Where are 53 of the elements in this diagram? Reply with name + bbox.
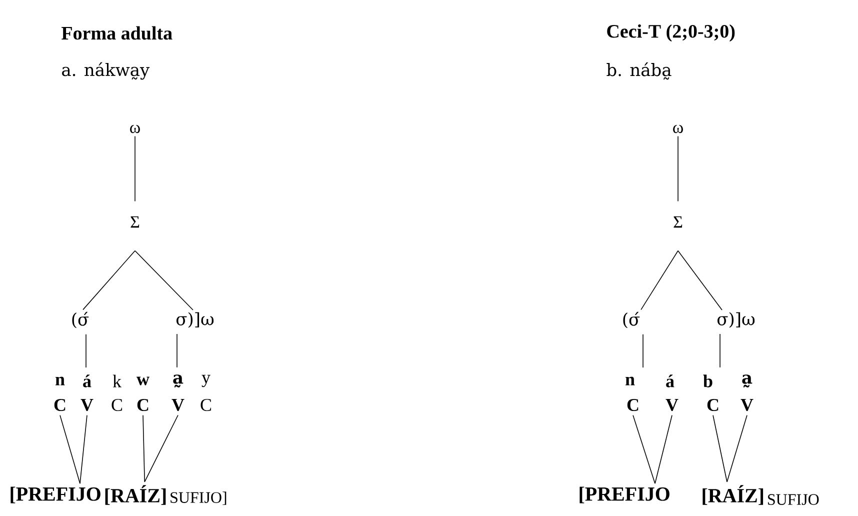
example-form: a. nákwa̰y <box>62 62 150 80</box>
segment-letter: n <box>55 376 65 386</box>
segment-letter: y <box>202 374 210 388</box>
syllable-symbol: (σ́ <box>623 312 640 328</box>
segment-letter: á <box>666 374 674 388</box>
tree-line <box>678 250 722 310</box>
tree-line <box>654 414 672 484</box>
tree-line <box>712 414 728 482</box>
morpheme-label: [RAÍZ] <box>105 485 166 505</box>
tree-line <box>134 250 194 310</box>
syllable-symbol: σ)]ω <box>718 312 755 328</box>
cv-letter: C <box>54 398 66 412</box>
cv-letter: V <box>80 398 94 412</box>
morpheme-label: SUFIJO <box>768 494 819 505</box>
segment-letter: a̰ <box>173 374 184 388</box>
segment-letter: w <box>136 376 150 386</box>
cv-letter: C <box>200 398 211 412</box>
tree-line <box>640 250 678 310</box>
syllable-symbol: σ)]ω <box>176 312 214 328</box>
tree-line <box>632 414 656 484</box>
tree-line <box>60 414 80 484</box>
morpheme-label: SUFIJO] <box>170 492 226 505</box>
segment-letter: b <box>703 374 712 388</box>
segment-letter: k <box>112 374 122 388</box>
cv-letter: V <box>740 398 754 412</box>
heading: Ceci-T (2;0-3;0) <box>607 24 735 42</box>
tree-line <box>726 414 748 482</box>
segment-letter: n <box>626 376 635 386</box>
segment-letter: á <box>83 374 92 388</box>
omega-symbol: ω <box>673 124 683 134</box>
cv-letter: C <box>137 398 148 412</box>
cv-letter: V <box>172 398 184 412</box>
tree-line <box>144 414 178 482</box>
morpheme-label: [RAÍZ] <box>702 485 764 505</box>
cv-letter: C <box>707 398 718 412</box>
example-form: b. nába̰ <box>606 62 672 80</box>
morpheme-label: [PREFIJO <box>580 486 670 504</box>
tree-line <box>80 414 88 484</box>
syllable-symbol: (σ́ <box>72 312 89 328</box>
tree-line <box>142 414 146 482</box>
omega-symbol: ω <box>130 124 140 134</box>
cv-letter: C <box>112 398 122 412</box>
cv-letter: V <box>666 398 678 412</box>
tree-line <box>82 250 136 310</box>
sigma-symbol: Σ <box>674 216 682 228</box>
heading: Forma adulta <box>62 26 172 40</box>
tree-line <box>134 136 136 202</box>
segment-letter: a̰ <box>742 374 752 388</box>
tree-line <box>642 334 644 368</box>
sigma-symbol: Σ <box>130 216 140 228</box>
tree-line <box>176 334 178 368</box>
cv-letter: C <box>627 398 638 412</box>
morpheme-label: [PREFIJO <box>10 486 100 504</box>
